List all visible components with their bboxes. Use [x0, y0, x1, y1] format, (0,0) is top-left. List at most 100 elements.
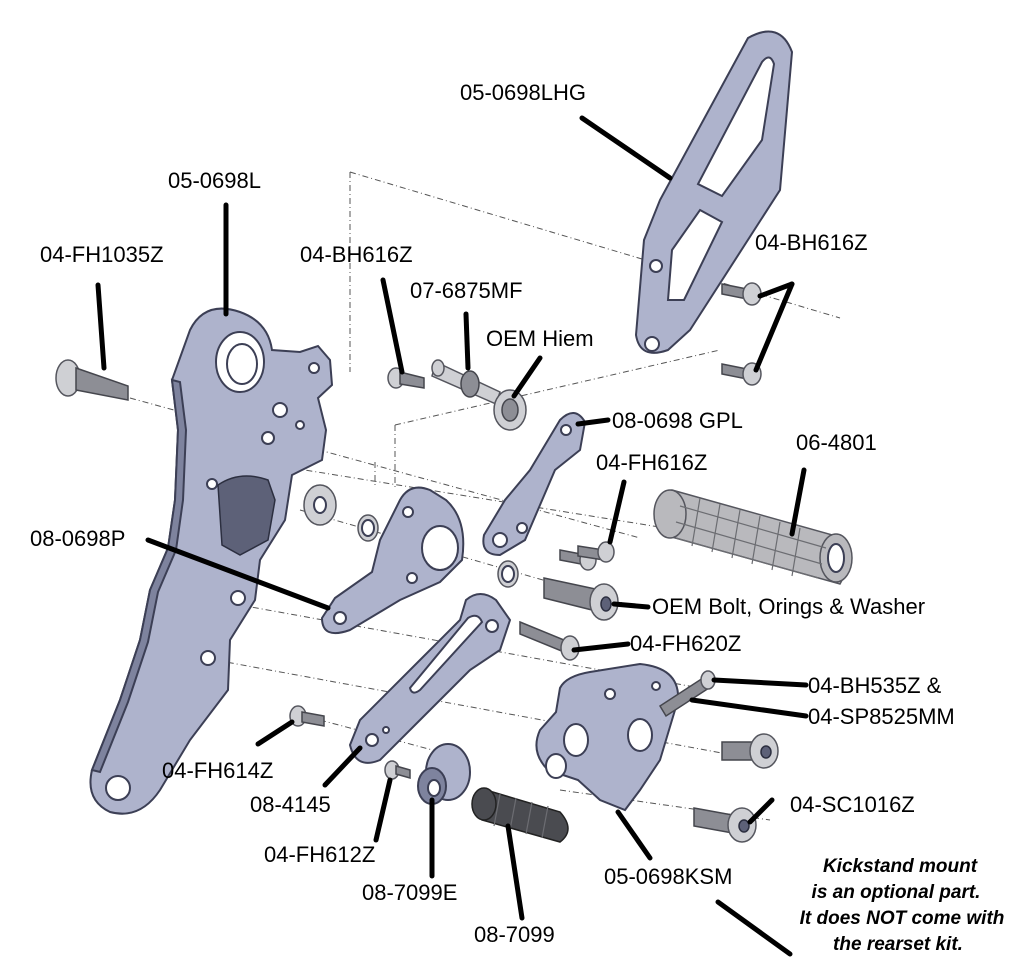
label-05-0698ksm: 05-0698KSM	[604, 864, 732, 889]
foot-peg-7099-ribs	[493, 793, 549, 839]
bolt-fh614z	[289, 705, 325, 727]
leader-oem-hiem	[511, 355, 543, 399]
washer-oring-1-hole	[361, 519, 375, 537]
bolt-fh620z-shank	[519, 620, 565, 654]
eccentric-7099e-hole	[427, 779, 441, 797]
oem-bolt-socket	[600, 596, 612, 612]
link-rod-part	[348, 593, 512, 764]
label-04-fh620z: 04-FH620Z	[630, 631, 741, 656]
foot-peg-7099-end	[471, 787, 497, 821]
label-08-7099: 08-7099	[474, 922, 555, 947]
part-labels: 05-0698LHG 05-0698L 04-FH1035Z 04-BH616Z…	[30, 80, 955, 947]
main-plate-edge	[90, 378, 188, 774]
main-plate-part	[89, 307, 334, 815]
axis-line-bottom	[214, 659, 761, 761]
rod-6875mf-nut	[460, 370, 480, 398]
label-oem-bolt: OEM Bolt, Orings & Washer	[652, 594, 925, 619]
foot-peg-7099	[471, 787, 569, 843]
leader-fh1035z	[95, 282, 107, 371]
bolt-fh612z-shank	[395, 765, 411, 779]
bolt-fh616z-head-2	[597, 541, 615, 563]
grip-4801-part	[653, 489, 853, 585]
axis-line-guard	[394, 349, 721, 426]
leader-fh614z	[255, 719, 295, 747]
bolt-bh616z-head-1	[742, 282, 762, 306]
label-06-4801: 06-4801	[796, 430, 877, 455]
label-04-fh612z: 04-FH612Z	[264, 842, 375, 867]
screw-sc1016z-socket-2	[738, 819, 750, 833]
eccentric-7099e	[417, 743, 471, 805]
label-07-6875mf: 07-6875MF	[410, 278, 523, 303]
main-plate-hole-2	[261, 431, 275, 445]
leader-bh616z-left	[380, 277, 405, 375]
label-04-fh1035z: 04-FH1035Z	[40, 242, 164, 267]
note-line-2: is an optional part.	[812, 882, 981, 903]
note-line-4: the rearset kit.	[833, 934, 963, 955]
leader-bh616z-right-1	[757, 281, 795, 299]
leader-0698lhg	[579, 115, 673, 181]
grip-4801-body	[659, 489, 848, 585]
bolt-bh616z-left-shank	[399, 371, 425, 389]
leader-fh616z	[607, 479, 627, 545]
leader-0698ksm	[615, 809, 653, 861]
kickstand-mount-part	[535, 662, 680, 812]
leader-fh620z	[571, 641, 631, 653]
label-08-7099e: 08-7099E	[362, 880, 457, 905]
leader-oem-bolt	[611, 601, 651, 610]
label-04-bh535z: 04-BH535Z &	[808, 673, 942, 698]
main-plate-hole-1	[272, 402, 288, 418]
gear-lever-plate-hole-1	[560, 424, 572, 436]
rod-6875mf	[431, 359, 501, 406]
kickstand-mount-body	[535, 662, 680, 812]
kickstand-mount-bore-2	[545, 753, 567, 779]
kickstand-note: Kickstand mount is an optional part. It …	[800, 856, 1005, 955]
label-04-sc1016z: 04-SC1016Z	[790, 792, 915, 817]
main-plate-hole-3	[295, 420, 305, 430]
leader-fh612z	[373, 777, 393, 843]
axis-line-heel	[129, 397, 641, 539]
gear-lever-plate-hole-3	[516, 522, 528, 534]
leader-0698p	[145, 537, 331, 611]
bolts-fh616z	[559, 541, 615, 571]
main-plate-bore-inner	[226, 343, 258, 385]
leader-bh535z	[711, 677, 809, 688]
main-plate-hole-4	[308, 362, 320, 374]
label-04-bh616z-left: 04-BH616Z	[300, 242, 413, 267]
label-oem-hiem: OEM Hiem	[486, 326, 594, 351]
grip-4801-end-left	[653, 489, 687, 539]
main-plate-pocket	[217, 475, 276, 556]
main-plate-hole-6	[230, 590, 246, 606]
bolt-bh616z-left	[387, 367, 425, 389]
bolts-bh616z-guard	[721, 282, 762, 386]
oem-hiem-ball	[501, 398, 519, 422]
leader-kickstand-note	[715, 899, 793, 957]
leader-6875mf	[463, 311, 471, 371]
screws-sc1016z	[693, 733, 779, 843]
heel-guard-window-lower	[666, 208, 724, 301]
leader-7099	[505, 823, 525, 921]
bolt-fh620z	[519, 620, 580, 661]
bolt-fh614z-shank	[301, 711, 325, 727]
label-08-4145: 08-4145	[250, 792, 331, 817]
label-05-0698l: 05-0698L	[168, 168, 261, 193]
pedal-arm-hole-3	[333, 611, 347, 625]
washers	[303, 484, 519, 588]
link-rod-hole-3	[382, 726, 390, 734]
label-04-sp8525mm: 04-SP8525MM	[808, 704, 955, 729]
bolt-fh612z	[384, 760, 411, 780]
link-rod-hole-1	[485, 619, 499, 633]
main-plate-hole-5	[206, 478, 218, 490]
pedal-arm-part	[320, 486, 465, 634]
bolt-fh1035z-shank	[75, 366, 129, 401]
heel-guard-hole-1	[649, 259, 663, 273]
label-04-fh614z: 04-FH614Z	[162, 758, 273, 783]
kickstand-mount-hole-2	[651, 681, 661, 691]
heel-guard-hole-2	[644, 336, 660, 352]
bolt-fh1035z	[55, 359, 129, 401]
gear-lever-plate-hole-2	[492, 532, 508, 548]
link-rod-hole-2	[365, 733, 379, 747]
leader-sp8525mm	[689, 697, 809, 719]
pedal-arm-bore	[421, 525, 459, 571]
